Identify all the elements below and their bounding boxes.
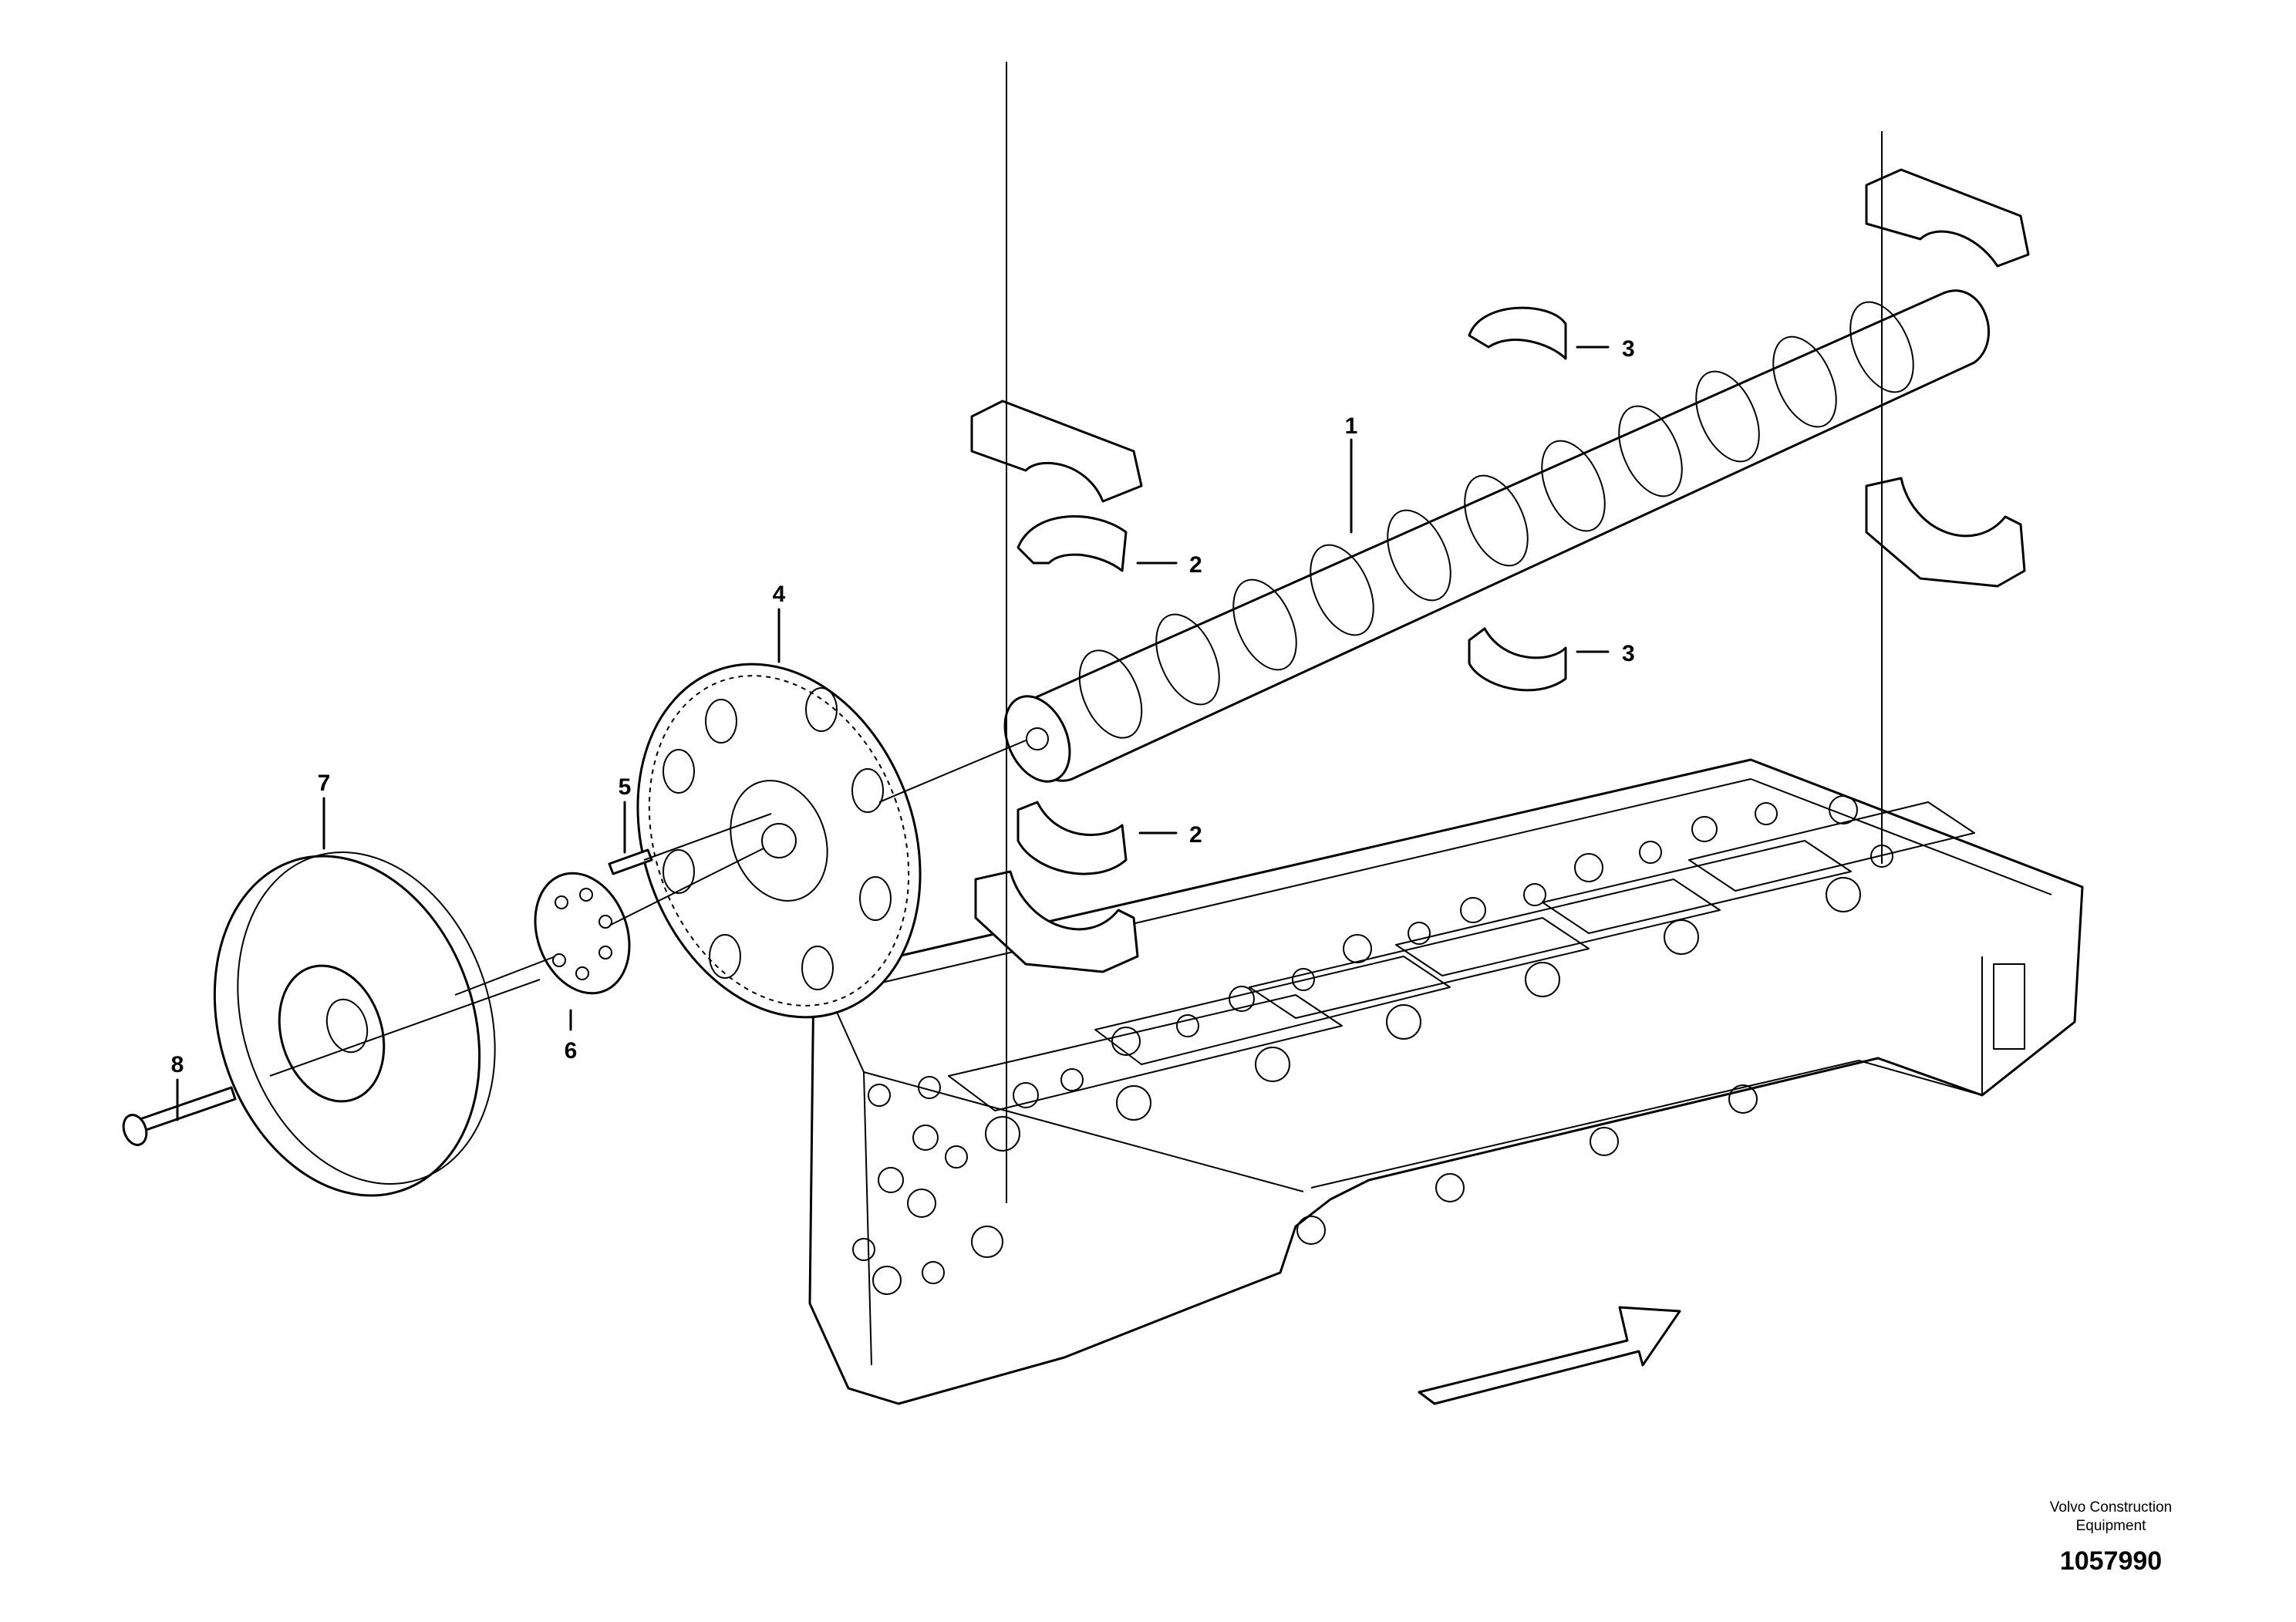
callout-3a: 3: [1622, 336, 1635, 362]
callout-7: 7: [318, 771, 331, 796]
bearing-cap-rear-lower: [1865, 477, 2026, 588]
callout-3b: 3: [1622, 641, 1635, 666]
callout-2b: 2: [1189, 822, 1202, 848]
bearing-cap-rear-upper: [1865, 168, 2030, 268]
callout-2a: 2: [1189, 552, 1202, 578]
cylinder-head: [808, 758, 2084, 1405]
callout-8: 8: [171, 1052, 184, 1077]
vibration-damper: [213, 851, 496, 1197]
credit-line-1: Volvo Construction: [2049, 1499, 2173, 1516]
callout-1: 1: [1345, 413, 1358, 439]
bearing-cap-front-upper: [970, 400, 1143, 503]
bearing-shell-3b: [1468, 627, 1567, 692]
callout-4: 4: [773, 582, 786, 607]
direction-arrow: [1418, 1306, 1681, 1405]
callout-5: 5: [619, 774, 632, 800]
drawing-number: 1057990: [2059, 1546, 2163, 1576]
callout-labels: 1 2 2 3 3 4 5 6 7 8: [171, 336, 1635, 1077]
camshaft-gear: [636, 663, 922, 1019]
bolt: [122, 1086, 237, 1146]
bearing-cap-front-lower: [974, 870, 1139, 973]
callout-6: 6: [565, 1038, 578, 1064]
bearing-shell-3a: [1468, 306, 1567, 360]
hub-plate: [534, 872, 631, 995]
bearing-shell-2a: [1017, 515, 1128, 572]
camshaft: [1003, 289, 1990, 783]
assembly-lines: [269, 62, 1883, 1203]
bearing-shell-2b: [1017, 801, 1128, 875]
dowel-pin: [608, 848, 653, 875]
leader-lines: [176, 346, 1610, 1121]
publisher-credit: Volvo Construction Equipment 1057990: [1988, 1499, 2234, 1576]
credit-line-2: Equipment: [2075, 1518, 2146, 1534]
